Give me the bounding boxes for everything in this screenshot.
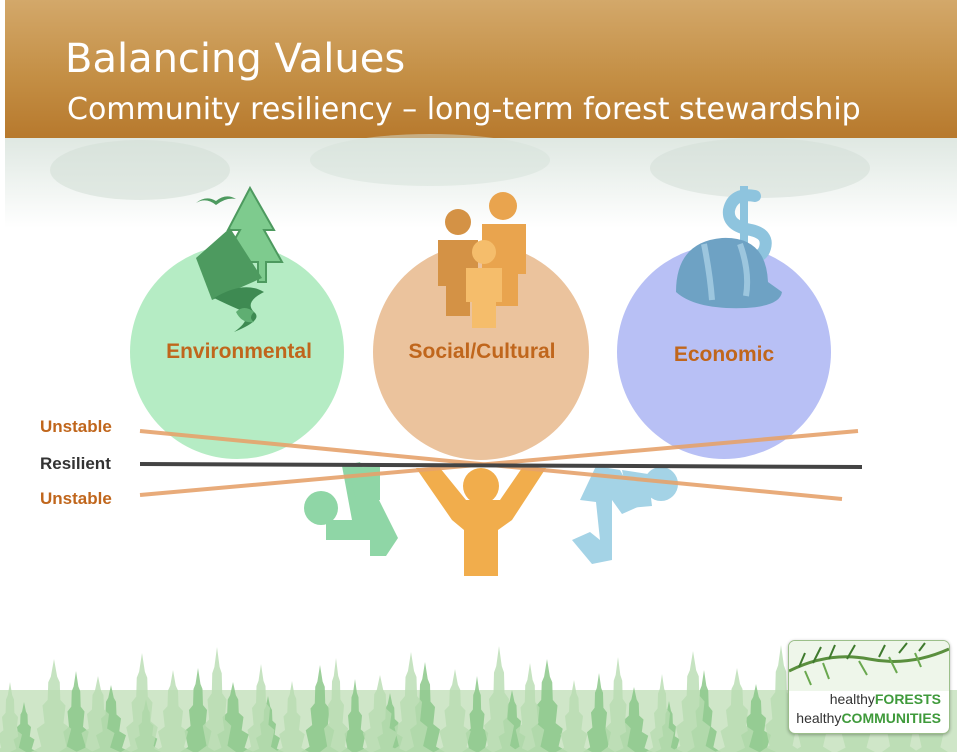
logo-forests-word: FORESTS [874, 691, 941, 707]
mist-background [5, 134, 957, 228]
conifer-tree [511, 663, 549, 752]
unstable-bottom-label: Unstable [40, 489, 112, 508]
conifer-tree [389, 652, 433, 752]
conifer-tree [434, 669, 476, 752]
people-group-icon [438, 192, 526, 328]
conifer-tree [670, 651, 716, 752]
hardhat-dollar-icon [676, 186, 782, 309]
slide-title: Balancing Values [65, 36, 406, 82]
conifer-tree [153, 670, 193, 752]
conifer-tree [341, 679, 369, 752]
healthy-forests-logo: healthyFORESTS healthyCOMMUNITIES [788, 640, 950, 734]
conifer-tree [0, 682, 26, 752]
conifer-tree [320, 658, 352, 752]
conifer-tree [243, 664, 279, 752]
conifer-tree [479, 646, 519, 752]
environmental-label: Environmental [166, 340, 312, 363]
resilient-label: Resilient [40, 454, 111, 473]
economic-label: Economic [673, 343, 775, 366]
conifer-tree [275, 681, 309, 752]
forest-landscape-icon [196, 185, 284, 332]
conifer-tree [76, 676, 120, 752]
social-cultural-label: Social/Cultural [408, 340, 556, 363]
logo-communities-word: COMMUNITIES [841, 710, 941, 726]
header-band: Balancing Values Community resiliency – … [5, 0, 957, 138]
conifer-tree [715, 668, 759, 752]
conifer-tree [31, 659, 77, 752]
resilient-line [139, 462, 863, 469]
slide-subtitle: Community resiliency – long-term forest … [67, 92, 861, 127]
social-cultural-circle [373, 244, 589, 460]
logo-line-forests: healthyFORESTS [830, 691, 941, 707]
conifer-tree [121, 653, 163, 752]
unstable-top-label: Unstable [40, 417, 112, 436]
social-figure [416, 468, 546, 576]
logo-prefix: healthy [829, 691, 875, 707]
conifer-tree [646, 674, 678, 752]
conifer-tree [357, 675, 403, 752]
conifer-tree [198, 647, 236, 752]
environmental-circle [130, 245, 344, 459]
conifer-tree [556, 680, 592, 752]
conifer-tree [601, 657, 635, 752]
unstable-line-ascending [139, 429, 859, 497]
logo-prefix: healthy [796, 710, 842, 726]
logo-line-communities: healthyCOMMUNITIES [796, 710, 941, 726]
pine-branch-icon [789, 641, 949, 691]
